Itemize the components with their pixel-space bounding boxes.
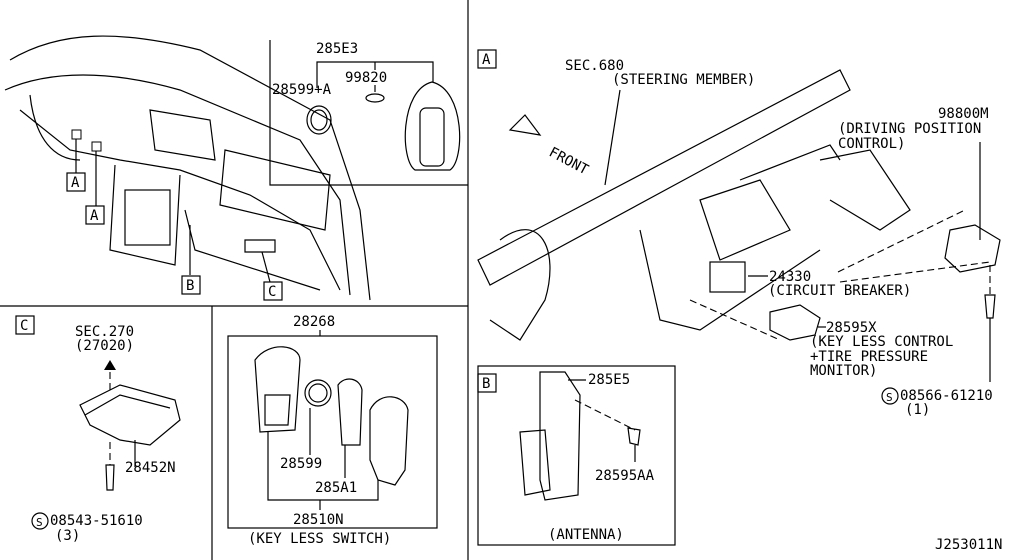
svg-text:A: A xyxy=(90,208,99,224)
svg-text:MONITOR): MONITOR) xyxy=(810,363,877,379)
svg-text:28599+A: 28599+A xyxy=(272,82,332,98)
svg-text:C: C xyxy=(268,284,276,300)
svg-text:SEC.270: SEC.270 xyxy=(75,324,134,340)
svg-text:(1): (1) xyxy=(905,402,930,418)
svg-text:28599: 28599 xyxy=(280,456,322,472)
svg-text:28452N: 28452N xyxy=(125,460,176,476)
svg-text:28595AA: 28595AA xyxy=(595,468,655,484)
keyless-switch-inset: 28268 28599 285A1 28510N (KEY LESS SWITC… xyxy=(227,314,438,547)
svg-text:A: A xyxy=(482,52,491,68)
callout-b-1: B xyxy=(181,275,201,295)
svg-text:28595X: 28595X xyxy=(826,320,877,336)
svg-text:285E5: 285E5 xyxy=(588,372,630,388)
svg-text:(3): (3) xyxy=(55,528,80,544)
svg-text:FRONT: FRONT xyxy=(546,144,591,178)
svg-text:(KEY LESS CONTROL: (KEY LESS CONTROL xyxy=(810,334,953,350)
svg-text:(STEERING MEMBER): (STEERING MEMBER) xyxy=(612,72,755,88)
callout-a-2: A xyxy=(85,205,105,225)
svg-text:285A1: 285A1 xyxy=(315,480,357,496)
svg-text:(DRIVING POSITION: (DRIVING POSITION xyxy=(838,121,981,137)
svg-text:A: A xyxy=(71,175,80,191)
section-b: B 285E5 28595AA (ANTENNA) xyxy=(477,365,676,546)
svg-text:99820: 99820 xyxy=(345,70,387,86)
callout-a-1: A xyxy=(66,172,86,192)
section-a: A SEC.680 (STEERING MEMBER) FRONT 98800M… xyxy=(477,49,1001,418)
callout-c-1: C xyxy=(263,281,283,301)
intelligent-key-inset: 285E3 99820 28599+A xyxy=(272,41,461,171)
svg-text:+TIRE PRESSURE: +TIRE PRESSURE xyxy=(810,349,928,365)
svg-text:08566-61210: 08566-61210 xyxy=(900,388,993,404)
section-c: C SEC.270 (27020) 28452N S 08543-51610 (… xyxy=(15,315,181,544)
svg-text:28510N: 28510N xyxy=(293,512,344,528)
svg-text:(CIRCUIT BREAKER): (CIRCUIT BREAKER) xyxy=(768,283,911,299)
svg-text:S: S xyxy=(886,391,893,404)
svg-text:B: B xyxy=(482,376,490,392)
svg-text:285E3: 285E3 xyxy=(316,41,358,57)
svg-text:B: B xyxy=(186,278,194,294)
svg-text:24330: 24330 xyxy=(769,269,811,285)
svg-text:S: S xyxy=(36,516,43,529)
dashboard-illustration xyxy=(4,35,371,301)
svg-text:CONTROL): CONTROL) xyxy=(838,136,905,152)
svg-text:28268: 28268 xyxy=(293,314,335,330)
svg-text:(KEY LESS SWITCH): (KEY LESS SWITCH) xyxy=(248,531,391,547)
svg-text:08543-51610: 08543-51610 xyxy=(50,513,143,529)
svg-text:C: C xyxy=(20,318,28,334)
panel-dividers xyxy=(0,0,469,560)
svg-text:98800M: 98800M xyxy=(938,106,989,122)
diagram-id: J253011N xyxy=(935,537,1002,553)
svg-text:SEC.680: SEC.680 xyxy=(565,58,624,74)
svg-text:(ANTENNA): (ANTENNA) xyxy=(548,527,624,543)
svg-text:(27020): (27020) xyxy=(75,338,134,354)
